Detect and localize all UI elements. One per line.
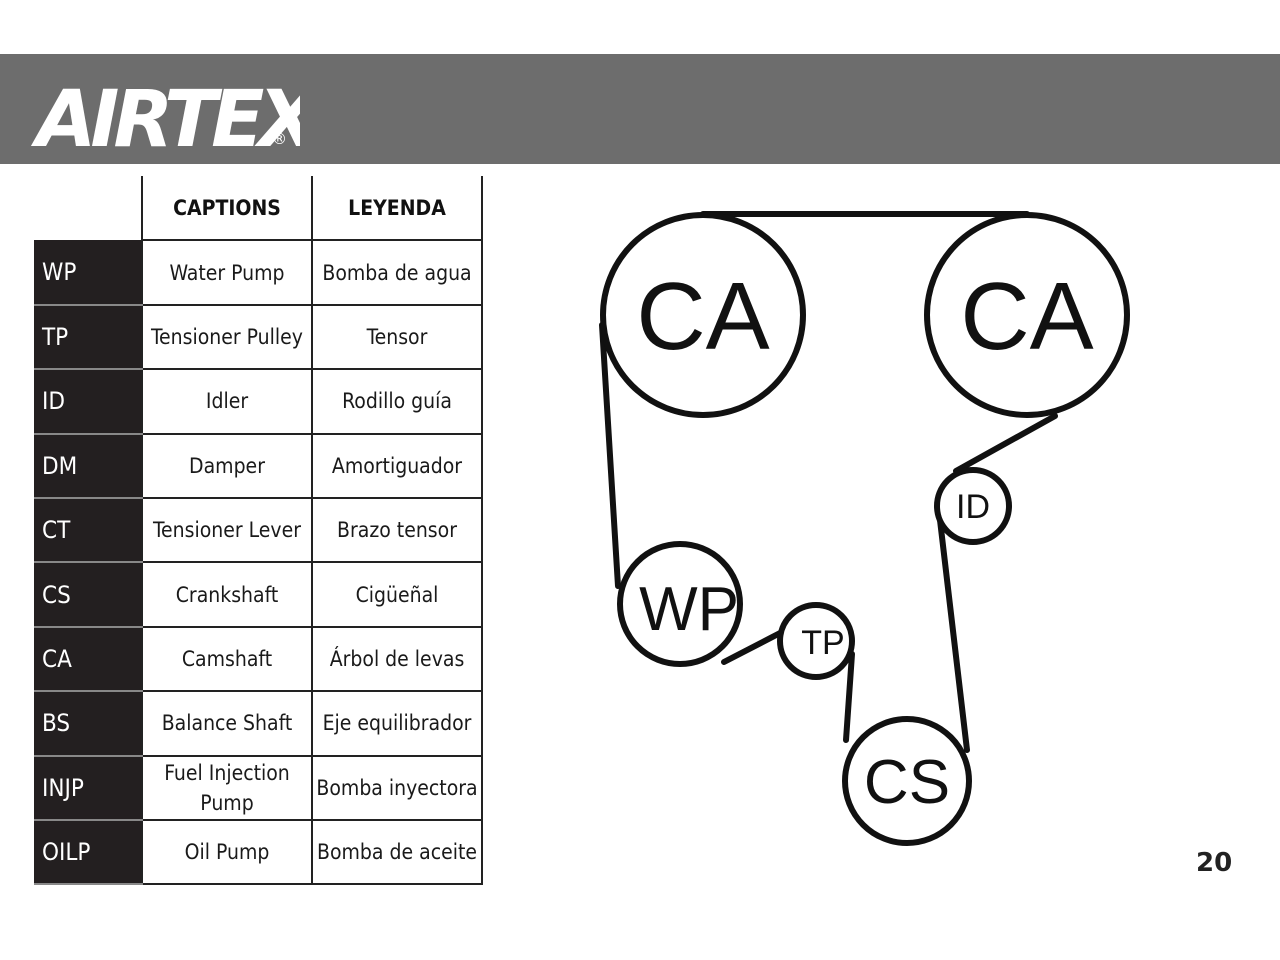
pulley-label-wp: WP	[639, 575, 739, 644]
pulley-label-id: ID	[956, 488, 990, 526]
legend-caption: Camshaft	[141, 625, 313, 693]
pulley-ca-left	[600, 212, 806, 418]
legend-leyenda: Bomba de aceite	[311, 818, 483, 886]
pulley-label-tp: TP	[801, 624, 844, 662]
belt-segment-id-cs	[937, 517, 970, 753]
belt-segment-ca-id	[953, 413, 1058, 474]
legend-caption: Water Pump	[141, 239, 313, 306]
pulley-label-cs: CS	[864, 748, 950, 817]
header-bar	[0, 54, 1280, 164]
legend-leyenda: Brazo tensor	[311, 496, 483, 564]
legend-caption: Balance Shaft	[141, 690, 313, 757]
legend-code: TP	[34, 304, 142, 371]
legend-code: INJP	[34, 755, 142, 821]
legend-leyenda: Amortiguador	[311, 432, 483, 499]
legend-caption: Fuel Injection Pump	[141, 754, 313, 821]
belt-segment-cs-tp	[843, 651, 855, 743]
legend-caption: Idler	[141, 368, 313, 435]
legend-caption: Oil Pump	[141, 818, 313, 886]
legend-code: ID	[34, 369, 142, 435]
pulley-label-ca-right: CA	[960, 263, 1093, 370]
belt-segment-tp-wp	[721, 629, 785, 665]
pulley-label-ca-left: CA	[636, 263, 769, 370]
legend-leyenda: Árbol de levas	[311, 625, 483, 693]
legend-code: CS	[34, 562, 142, 628]
legend-leyenda: Cigüeñal	[311, 561, 483, 628]
legend-code: BS	[34, 691, 142, 757]
legend-leyenda: Bomba de agua	[311, 239, 483, 306]
legend-header-row: CAPTIONS LEYENDA	[34, 176, 483, 242]
pulley-ca-right	[924, 212, 1130, 418]
logo-text: AIRTEX	[30, 75, 300, 158]
legend-caption: Damper	[141, 432, 313, 499]
belt-segment-wp-ca	[599, 322, 621, 589]
legend-code: WP	[34, 240, 142, 306]
belt-routing-diagram: CA CA ID WP TP CS	[599, 211, 1130, 846]
page-number: 20	[1196, 848, 1233, 878]
legend-leyenda: Rodillo guía	[311, 368, 483, 435]
legend-leyenda: Eje equilibrador	[311, 690, 483, 757]
legend-header-leyenda: LEYENDA	[311, 176, 483, 242]
legend-code: DM	[34, 433, 142, 499]
legend-caption: Crankshaft	[141, 561, 313, 628]
legend-header-captions: CAPTIONS	[141, 176, 313, 242]
pulley-tp	[777, 602, 855, 680]
legend-caption: Tensioner Pulley	[141, 303, 313, 371]
legend-code: CT	[34, 497, 142, 564]
legend-caption: Tensioner Lever	[141, 496, 313, 564]
airtex-logo: AIRTEX ®	[30, 75, 300, 158]
legend-code: CA	[34, 626, 142, 693]
logo-registered-mark: ®	[272, 130, 287, 148]
pulley-cs	[842, 716, 972, 846]
legend-header-blank	[34, 176, 142, 240]
legend-leyenda: Tensor	[311, 303, 483, 371]
legend-leyenda: Bomba inyectora	[311, 754, 483, 821]
pulley-wp	[617, 541, 743, 667]
pulley-id	[934, 467, 1012, 545]
legend-code: OILP	[34, 819, 142, 886]
